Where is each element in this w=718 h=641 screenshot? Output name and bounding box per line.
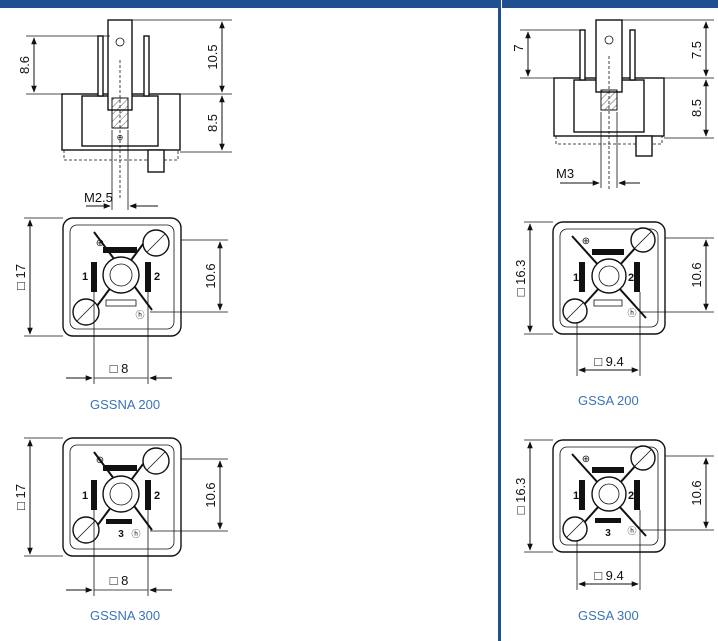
dim-body-height-right: 8.5	[689, 99, 704, 117]
pin-label: 2	[154, 490, 160, 502]
ground-symbol-icon: ⊕	[582, 236, 590, 247]
dim-pitch-gssa-200: □ 9.4	[594, 354, 624, 369]
pin-label: 3	[605, 528, 611, 539]
column-divider	[498, 0, 501, 641]
dim-pitch-gssa-300: □ 9.4	[594, 568, 624, 583]
front-view-gssna-200: ⊕ ⓗ 1 2 □ 17 10.6 □ 8	[13, 217, 228, 384]
front-view-gssna-300: ⊕ ⓗ 1 2 3 □ 17 10.6 □ 8	[13, 437, 228, 596]
dim-square-gssa-200: □ 16.3	[513, 260, 528, 297]
side-view-right: 7 7.5 8.5 M3	[511, 19, 714, 190]
caption-gssa-300: GSSA 300	[578, 608, 639, 623]
caption-gssna-200: GSSNA 200	[90, 397, 161, 412]
caption-gssa-200: GSSA 200	[578, 393, 639, 408]
dim-pin-span-gssa-300: 10.6	[689, 480, 704, 505]
caption-gssna-300: GSSNA 300	[90, 608, 161, 623]
front-view-gssa-300: ⊕ ⓗ 1 2 3 □ 16.3 10.6 □ 9.4	[513, 439, 714, 590]
pin-label: 1	[82, 490, 88, 502]
pin-label: 1	[82, 271, 88, 283]
front-view-gssa-200: ⊕ ⓗ 1 2 □ 16.3 10.6 □ 9.4	[513, 221, 714, 376]
dim-top-height-left: 10.5	[205, 44, 220, 69]
pin-label: 2	[628, 490, 634, 502]
dim-square-gssa-300: □ 16.3	[513, 478, 528, 515]
pin-label: 3	[118, 529, 124, 540]
dim-square-gssna-300: □ 17	[13, 484, 28, 510]
dim-thread-left: M2.5	[84, 190, 113, 205]
dim-pin-height-left: 8.6	[17, 56, 32, 74]
dim-pin-height-right: 7	[511, 44, 526, 51]
pin-label: 1	[573, 272, 579, 284]
dim-pin-span-gssna-300: 10.6	[203, 482, 218, 507]
ground-symbol-icon: ⊕	[96, 238, 104, 249]
dim-pitch-gssna-300: □ 8	[110, 573, 129, 588]
dim-pitch-gssna-200: □ 8	[110, 361, 129, 376]
dim-pin-span-gssa-200: 10.6	[689, 262, 704, 287]
dim-thread-right: M3	[556, 166, 574, 181]
dim-square-gssna-200: □ 17	[13, 264, 28, 290]
h-mark-icon: ⓗ	[131, 529, 140, 539]
ground-symbol-icon: ⊕	[117, 133, 124, 142]
pin-label: 1	[573, 490, 579, 502]
dim-pin-span-gssna-200: 10.6	[203, 263, 218, 288]
pin-label: 2	[628, 272, 634, 284]
dim-body-height-left: 8.5	[205, 114, 220, 132]
header-bar-left	[0, 0, 498, 8]
header-bar-right	[502, 0, 718, 8]
pin-label: 2	[154, 271, 160, 283]
h-mark-icon: ⓗ	[627, 308, 636, 318]
ground-symbol-icon: ⊕	[582, 454, 590, 465]
h-mark-icon: ⓗ	[135, 310, 144, 320]
ground-symbol-icon: ⊕	[96, 455, 104, 466]
side-view-left: ⊕ 8.6 10.5 8.5 M2.5	[17, 19, 232, 210]
dim-top-height-right: 7.5	[689, 41, 704, 59]
h-mark-icon: ⓗ	[627, 526, 636, 536]
